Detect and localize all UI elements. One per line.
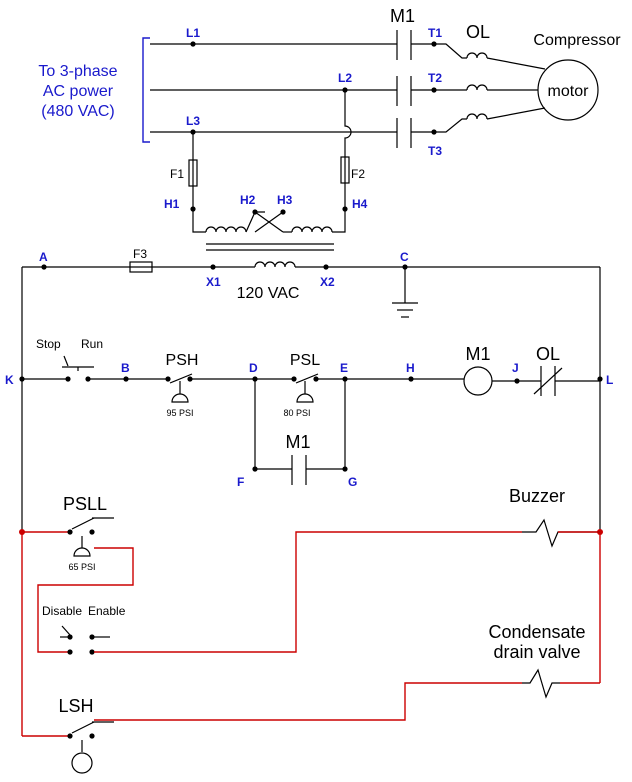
condensate-rung: LSH Condensate drain valve [22, 622, 600, 774]
psh-switch [169, 373, 193, 384]
stop-label: Stop [36, 337, 61, 351]
primary-winding-2 [291, 226, 333, 233]
label-x2: X2 [320, 275, 335, 289]
lsh-switch [71, 721, 95, 734]
psl-setpoint: 80 PSI [283, 408, 310, 418]
secondary-rung: A F3 X1 X2 C 120 VAC [22, 247, 600, 318]
source-label-line3: (480 VAC) [41, 103, 115, 120]
secondary-winding [254, 261, 296, 268]
label-h4: H4 [352, 197, 368, 211]
label-j: J [512, 361, 519, 375]
f2-label: F2 [351, 167, 365, 181]
psll-setpoint: 65 PSI [68, 562, 95, 572]
motor-leads: T1 T2 T3 OL [411, 22, 546, 158]
compressor-label: Compressor [533, 32, 621, 49]
secondary-voltage-label: 120 VAC [237, 285, 300, 302]
label-h1: H1 [164, 197, 180, 211]
lsh-label: LSH [58, 696, 93, 716]
label-t1: T1 [428, 26, 442, 40]
source-bracket [142, 37, 150, 143]
ol-heater-label: OL [466, 22, 490, 42]
condensate-label-line1: Condensate [488, 622, 585, 642]
label-d: D [249, 361, 258, 375]
psh-setpoint: 95 PSI [166, 408, 193, 418]
psl-label: PSL [290, 352, 320, 369]
label-e: E [340, 361, 348, 375]
label-k: K [5, 373, 14, 387]
label-x1: X1 [206, 275, 221, 289]
label-h: H [406, 361, 415, 375]
rails: K L [5, 267, 613, 736]
drain-valve-symbol [522, 668, 560, 699]
label-a: A [39, 250, 48, 264]
buzzer-label: Buzzer [509, 486, 565, 506]
buzzer-symbol [522, 518, 600, 548]
label-t3: T3 [428, 144, 442, 158]
label-h2: H2 [240, 193, 256, 207]
label-l3: L3 [186, 114, 200, 128]
main-control-rung: Stop Run B PSH 95 PSI D PSL 80 PSI E H M… [22, 337, 600, 489]
m1-coil-label: M1 [465, 344, 490, 364]
label-g: G [348, 475, 357, 489]
m1-seal-label: M1 [285, 432, 310, 452]
power-lines: L1 L2 L3 [150, 26, 397, 135]
m1-coil [463, 366, 493, 396]
compressor-motor: motor Compressor [533, 32, 621, 121]
transformer-primary: F1 F2 H1 H4 H2 H3 [164, 90, 368, 251]
node-l1 [190, 41, 196, 47]
m1-main-contacts: M1 [390, 6, 415, 148]
disable-enable-selector [61, 625, 71, 636]
ol-heater-1 [466, 52, 488, 59]
enable-label: Enable [88, 604, 126, 618]
primary-winding-1 [205, 226, 247, 233]
psll-label: PSLL [63, 494, 107, 514]
label-l2: L2 [338, 71, 352, 85]
psll-switch [71, 517, 95, 530]
label-b: B [121, 361, 130, 375]
ol-heater-2 [466, 84, 488, 91]
psl-switch [295, 373, 319, 384]
f1-label: F1 [170, 167, 184, 181]
label-h3: H3 [277, 193, 293, 207]
source-label-line2: AC power [43, 83, 114, 100]
label-c: C [400, 250, 409, 264]
motor-label: motor [548, 83, 590, 100]
disable-label: Disable [42, 604, 82, 618]
label-f: F [237, 475, 244, 489]
ol-contact-label: OL [536, 344, 560, 364]
run-label: Run [81, 337, 103, 351]
label-t2: T2 [428, 71, 442, 85]
motor-circle [537, 59, 599, 121]
power-source: To 3-phase AC power (480 VAC) [38, 37, 150, 143]
condensate-label-line2: drain valve [493, 642, 580, 662]
lsh-float-icon [71, 752, 93, 774]
buzzer-rung: PSLL 65 PSI Disable Enable Buzzer [22, 486, 600, 655]
psh-label: PSH [166, 352, 199, 369]
source-label-line1: To 3-phase [38, 63, 117, 80]
label-l1: L1 [186, 26, 200, 40]
f3-label: F3 [133, 247, 147, 261]
m1-main-label: M1 [390, 6, 415, 26]
label-l: L [606, 373, 613, 387]
ol-heater-3 [466, 113, 488, 120]
